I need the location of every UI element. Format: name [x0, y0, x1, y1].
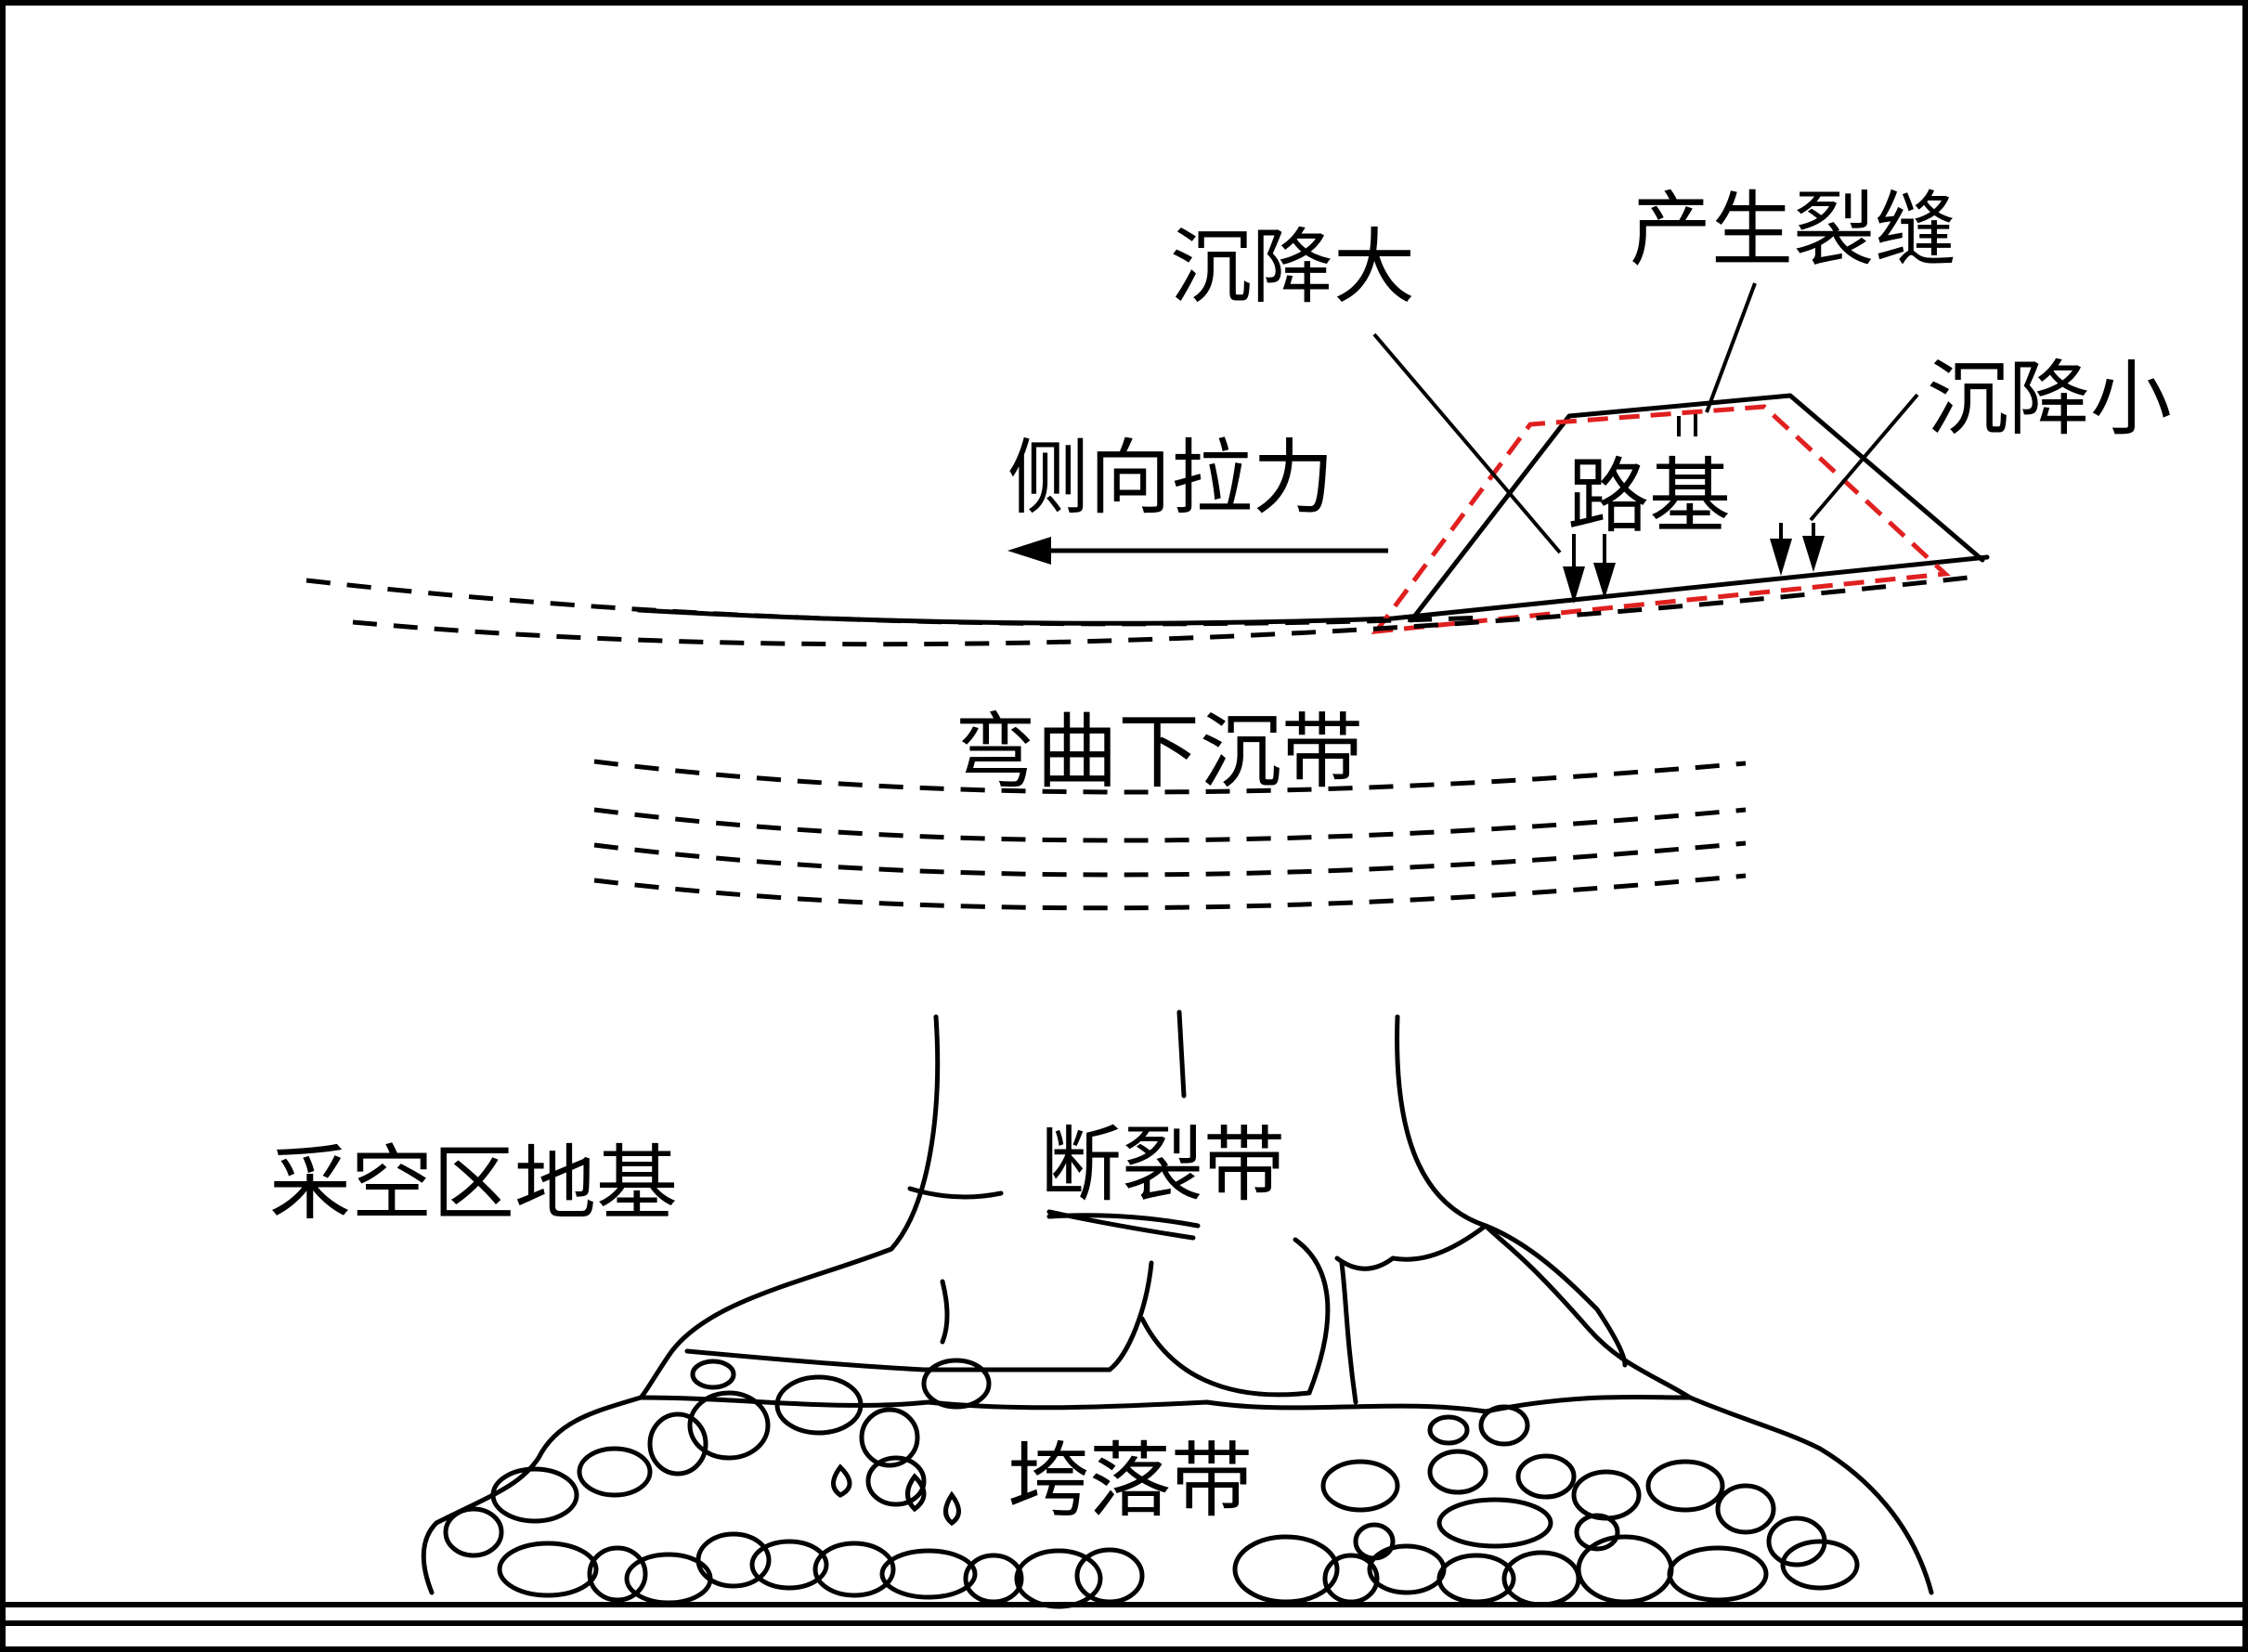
label-roadbed: 路基	[1567, 449, 1731, 544]
label-lateral-tension: 侧向拉力	[1007, 430, 1334, 526]
label-goaf-foundation: 采空区地基	[269, 1136, 678, 1231]
deformed-roadbed-outline	[1371, 404, 1951, 635]
ground-baseline	[3, 1602, 2245, 1626]
settlement-arrows-small	[1770, 523, 1825, 576]
caving-zone	[421, 1358, 1934, 1609]
fracture-zone-outline	[638, 1009, 1693, 1405]
label-fracture-zone: 断裂带	[1040, 1117, 1285, 1213]
label-subsidence-large: 沉降大	[1170, 219, 1415, 315]
crack-mark	[1677, 414, 1697, 436]
label-bending-zone: 弯曲下沉带	[955, 704, 1363, 800]
label-caving-zone: 垮落带	[1007, 1433, 1253, 1528]
leader-lines	[1372, 282, 1919, 554]
lateral-tension-arrow	[1007, 537, 1388, 565]
settlement-arrows-large	[1563, 534, 1616, 604]
bending-zone-lines	[305, 575, 1969, 911]
label-crack: 产生裂缝	[1630, 182, 1956, 278]
roadbed-outline	[1409, 393, 1985, 623]
label-subsidence-small: 沉降小	[1927, 351, 2172, 447]
